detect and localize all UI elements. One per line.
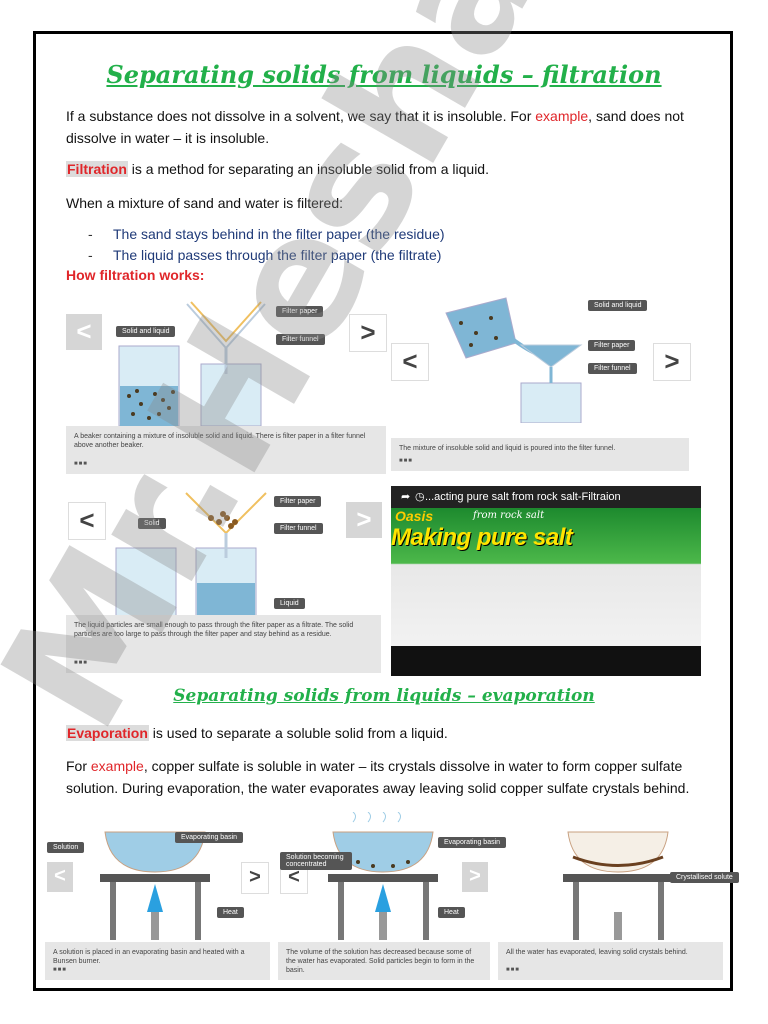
- video-title: ...acting pure salt from rock salt-Filtr…: [425, 491, 621, 503]
- label-crystallised-solute: Crystallised solute: [670, 872, 739, 883]
- evaporation-panel-1: < > Evaporating basin Solution Heat A so…: [45, 812, 270, 982]
- bullet-filtrate: -The liquid passes through the filter pa…: [88, 247, 442, 263]
- label-solid-and-liquid: Solid and liquid: [588, 300, 648, 311]
- carousel-dots: ■■■: [506, 967, 520, 973]
- video-logo: Oasis: [395, 508, 434, 524]
- label-filter-paper: Filter paper: [588, 340, 636, 351]
- caption-evap-3: All the water has evaporated, leaving so…: [498, 942, 723, 980]
- caption-panel-3: The liquid particles are small enough to…: [66, 615, 381, 673]
- bullet-text: The liquid passes through the filter pap…: [113, 247, 442, 263]
- label-solution: Solution: [47, 842, 85, 853]
- share-icon: ➦: [401, 491, 411, 503]
- label-filter-funnel: Filter funnel: [588, 363, 637, 374]
- caption-text: A beaker containing a mixture of insolub…: [74, 433, 366, 449]
- video-frame: Oasis from rock salt Making pure salt: [391, 508, 701, 646]
- label-heat: Heat: [438, 907, 465, 918]
- evap-text-1: For: [66, 758, 91, 774]
- caption-text: A solution is placed in an evaporating b…: [53, 949, 245, 965]
- prev-arrow[interactable]: <: [391, 343, 429, 381]
- evap-text-2: , copper sulfate is soluble in water – i…: [66, 758, 690, 796]
- clock-icon: ◷: [415, 491, 425, 503]
- video-title-bar: ➦ ◷ ...acting pure salt from rock salt-F…: [391, 486, 701, 508]
- evaporation-diagram-3: [563, 831, 673, 940]
- filtration-diagram-3: [115, 492, 267, 618]
- caption-evap-2: The volume of the solution has decreased…: [278, 942, 490, 980]
- label-evaporating-basin: Evaporating basin: [438, 837, 507, 848]
- evaporation-term: Evaporation: [66, 725, 149, 741]
- label-liquid: Liquid: [274, 598, 305, 609]
- filtration-diagram-2: [445, 297, 583, 423]
- bullet-residue: -The sand stays behind in the filter pap…: [88, 226, 445, 242]
- video-controls: [391, 646, 701, 676]
- caption-text: The liquid particles are small enough to…: [74, 622, 354, 638]
- label-filter-paper: Filter paper: [274, 496, 322, 507]
- label-evaporating-basin: Evaporating basin: [175, 832, 244, 843]
- filtration-panel-1: < > Solid and liquid Filter paper Filter…: [66, 296, 387, 476]
- filtration-panel-3: < > Solid Filter paper Filter funnel Liq…: [66, 488, 382, 676]
- carousel-dots: ■■■: [74, 660, 88, 666]
- bullet-text: The sand stays behind in the filter pape…: [113, 226, 445, 242]
- next-arrow[interactable]: >: [349, 314, 387, 352]
- prev-arrow[interactable]: <: [47, 862, 73, 892]
- intro-text-2: , sand does not dissolve in water – it i…: [66, 108, 684, 146]
- caption-text: The mixture of insoluble solid and liqui…: [399, 445, 616, 452]
- carousel-dots: ■■■: [53, 967, 67, 973]
- prev-arrow[interactable]: <: [68, 502, 106, 540]
- label-heat: Heat: [217, 907, 244, 918]
- label-filter-funnel: Filter funnel: [274, 523, 323, 534]
- filtration-term: Filtration: [66, 161, 128, 177]
- evaporation-definition: Evaporation is used to separate a solubl…: [66, 722, 726, 744]
- caption-text: The volume of the solution has decreased…: [286, 949, 475, 974]
- evaporation-text: is used to separate a soluble solid from…: [148, 725, 448, 741]
- how-filtration-heading: How filtration works:: [66, 267, 205, 283]
- video-headline: Making pure salt: [391, 524, 573, 551]
- caption-panel-1: A beaker containing a mixture of insolub…: [66, 426, 386, 474]
- label-solution-concentrated: Solution becoming concentrated: [280, 852, 352, 870]
- intro-example: example: [535, 108, 589, 124]
- page-border: [33, 31, 733, 991]
- filtration-panel-2: < > Solid and liquid Filter paper Filter…: [391, 283, 691, 473]
- filtration-text: is a method for separating an insoluble …: [127, 161, 489, 177]
- intro-text-1: If a substance does not dissolve in a so…: [66, 108, 536, 124]
- caption-panel-2: The mixture of insoluble solid and liqui…: [391, 438, 689, 471]
- filtration-definition: Filtration is a method for separating an…: [66, 158, 726, 180]
- prev-arrow[interactable]: <: [66, 314, 102, 350]
- caption-text: All the water has evaporated, leaving so…: [506, 949, 688, 956]
- evaporation-diagram-2: [328, 812, 438, 940]
- label-filter-paper: Filter paper: [276, 306, 324, 317]
- next-arrow[interactable]: >: [653, 343, 691, 381]
- carousel-dots: ■■■: [74, 461, 88, 467]
- video-subtitle: from rock salt: [473, 510, 545, 521]
- intro-paragraph: If a substance does not dissolve in a so…: [66, 105, 726, 149]
- next-arrow[interactable]: >: [241, 862, 269, 894]
- caption-evap-1: A solution is placed in an evaporating b…: [45, 942, 270, 980]
- evaporation-panel-2: < > Evaporating basin Solution becoming …: [278, 812, 507, 982]
- label-solid-and-liquid: Solid and liquid: [116, 326, 176, 337]
- evap-example: example: [90, 758, 144, 774]
- label-filter-funnel: Filter funnel: [276, 334, 325, 345]
- page-title: Separating solids from liquids – filtrat…: [106, 60, 662, 89]
- video-thumbnail[interactable]: ➦ ◷ ...acting pure salt from rock salt-F…: [391, 486, 701, 676]
- label-solid: Solid: [138, 518, 166, 529]
- evaporation-panel-3: Crystallised solute All the water has ev…: [498, 812, 739, 982]
- filtration-diagram-1: [118, 301, 266, 426]
- mixture-line: When a mixture of sand and water is filt…: [66, 195, 344, 211]
- next-arrow[interactable]: >: [346, 502, 382, 538]
- section-heading-evaporation: Separating solids from liquids – evapora…: [173, 686, 595, 706]
- evaporation-paragraph: For example, copper sulfate is soluble i…: [66, 755, 726, 799]
- next-arrow[interactable]: >: [462, 862, 488, 892]
- carousel-dots: ■■■: [399, 458, 413, 464]
